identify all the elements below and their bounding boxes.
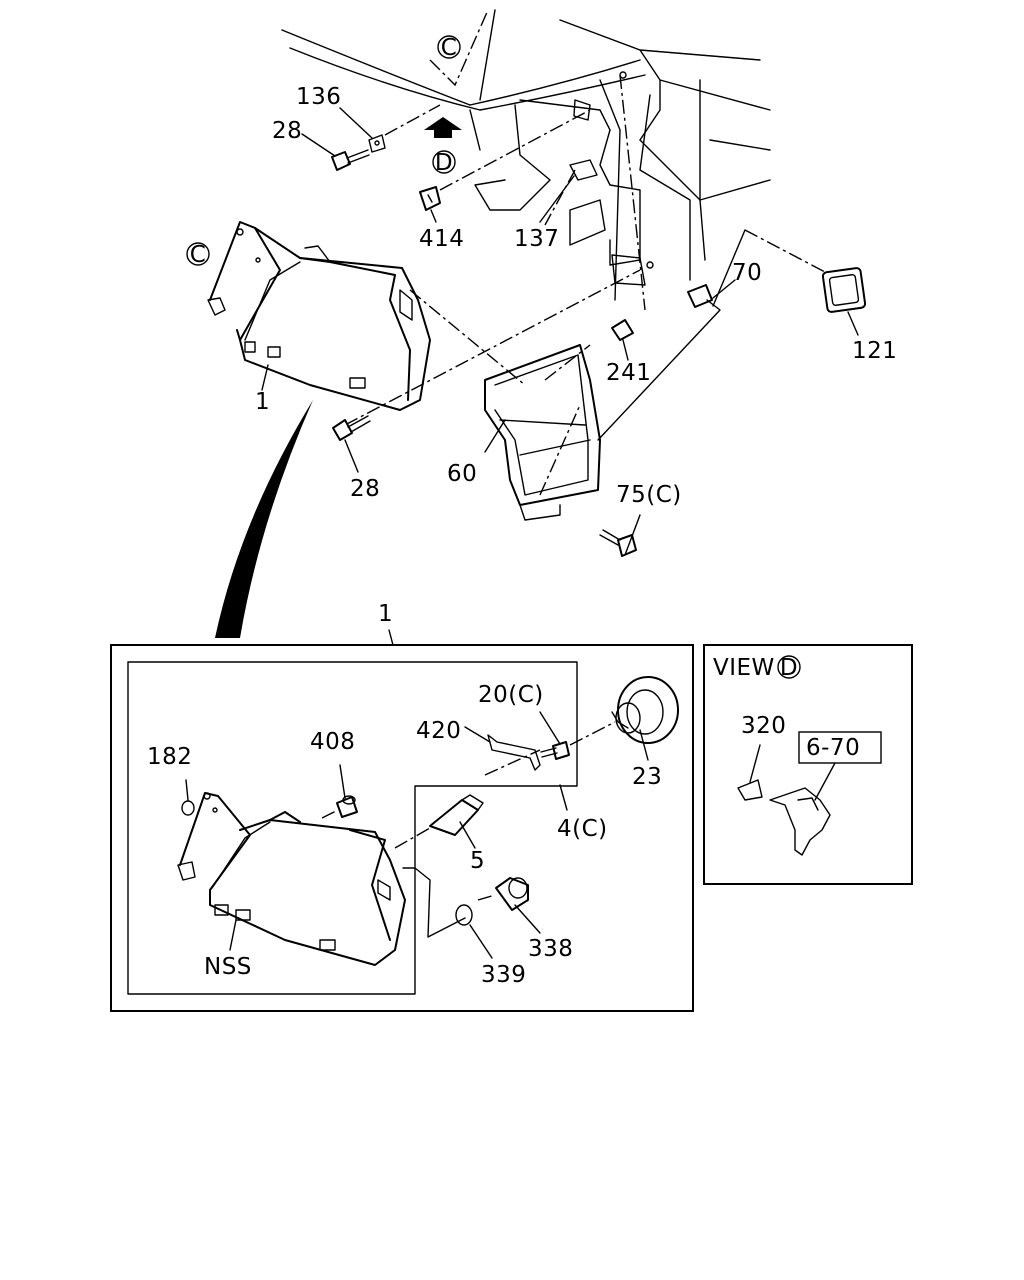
callout-6-70: 6-70 — [806, 735, 860, 761]
callout-28-top: 28 — [272, 118, 302, 144]
callout-338: 338 — [528, 936, 573, 962]
callout-121: 121 — [852, 338, 897, 364]
bracket-420 — [487, 734, 541, 771]
inset-frame-outer — [110, 644, 694, 1012]
callout-4: 4(C) — [557, 816, 608, 842]
oring-339 — [455, 904, 473, 926]
inset-leader — [388, 629, 394, 646]
callout-137: 137 — [514, 226, 559, 252]
washer-136 — [368, 134, 386, 153]
bolt-28-mid — [332, 415, 371, 441]
bolt-75 — [599, 529, 637, 557]
socket-23 — [611, 676, 679, 744]
callout-5: 5 — [470, 848, 485, 874]
leader-lines-top — [344, 9, 826, 496]
svg-text:D: D — [780, 655, 798, 681]
ref-box-6-70 — [798, 731, 882, 764]
callout-70: 70 — [732, 260, 762, 286]
clip-70 — [687, 284, 713, 308]
marker-d-top: D — [432, 150, 456, 176]
callout-nss: NSS — [204, 954, 252, 980]
view-d-frame — [703, 644, 913, 885]
bulb-5 — [429, 794, 484, 836]
leader-lines-inset — [321, 721, 616, 938]
view-d-clip — [769, 787, 831, 856]
lamp-assembly-1-inset — [177, 792, 406, 966]
callout-leaders — [185, 107, 859, 959]
callout-75: 75(C) — [616, 482, 682, 508]
view-d-part-320 — [737, 779, 763, 801]
callout-23: 23 — [632, 764, 662, 790]
clip-414 — [419, 186, 441, 211]
screw-20 — [540, 741, 570, 760]
callout-1-top: 1 — [255, 389, 270, 415]
callout-60: 60 — [447, 461, 477, 487]
marker-c-top: C — [437, 35, 461, 61]
svg-text:C: C — [441, 35, 458, 61]
callout-420: 420 — [416, 718, 461, 744]
socket-408 — [336, 795, 358, 818]
callout-339: 339 — [481, 962, 526, 988]
view-d-title: VIEW D — [713, 655, 801, 681]
svg-text:VIEW: VIEW — [713, 655, 775, 681]
corner-panel-60 — [484, 344, 601, 521]
svg-text:D: D — [435, 150, 453, 176]
lamp-assembly-1-top — [207, 221, 431, 411]
callout-241: 241 — [606, 360, 651, 386]
socket-338 — [495, 877, 529, 911]
callout-414: 414 — [419, 226, 464, 252]
grommet-182 — [181, 800, 195, 816]
marker-c-left: C — [186, 242, 210, 268]
clip-241 — [611, 319, 634, 341]
callout-1-inset: 1 — [378, 601, 393, 627]
callout-136: 136 — [296, 84, 341, 110]
callout-408: 408 — [310, 729, 355, 755]
callout-20: 20(C) — [478, 682, 544, 708]
callout-320: 320 — [741, 713, 786, 739]
callout-28-mid: 28 — [350, 476, 380, 502]
callout-182: 182 — [147, 744, 192, 770]
grommet-121 — [821, 267, 867, 313]
direction-arrow — [424, 117, 462, 138]
svg-text:C: C — [190, 242, 207, 268]
sweep-arrow — [215, 400, 313, 638]
cab-body-structure — [281, 9, 771, 301]
bolt-28-top — [331, 149, 370, 171]
inset-frame-inner — [127, 661, 578, 995]
